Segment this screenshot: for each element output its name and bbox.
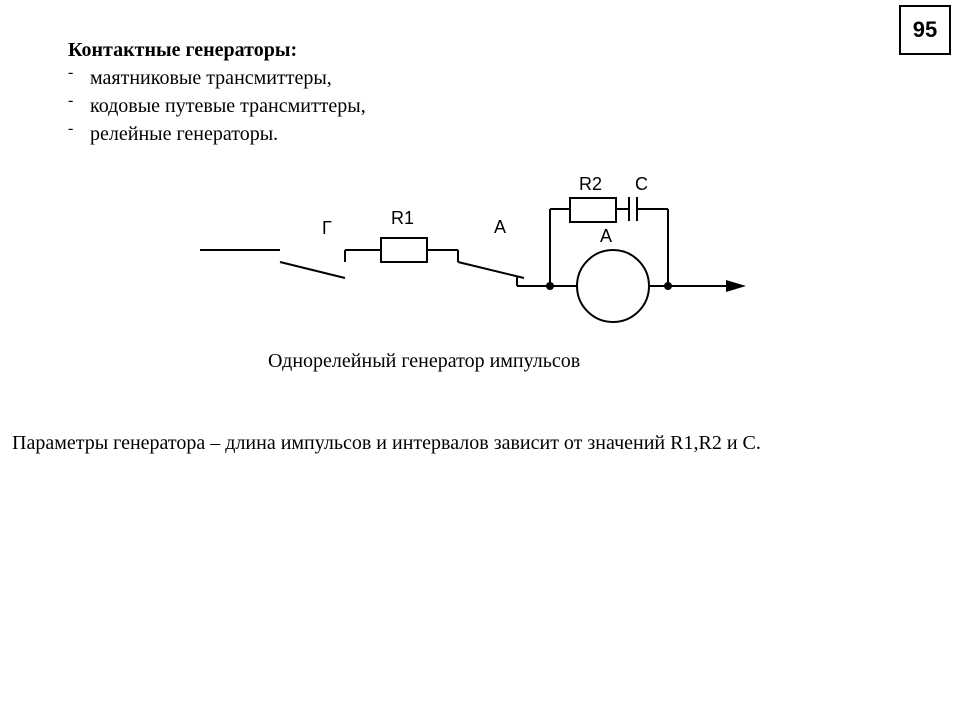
list-item: -релейные генераторы. [68, 120, 366, 148]
output-arrow-icon [726, 280, 746, 292]
page-number: 95 [899, 5, 951, 55]
label-g: Г [322, 218, 332, 238]
resistor-r2 [569, 197, 617, 223]
relay-a-coil [576, 249, 650, 323]
junction-node-right [664, 282, 672, 290]
junction-node-left [546, 282, 554, 290]
list-item: -кодовые путевые трансмиттеры, [68, 92, 366, 120]
list-item: -маятниковые трансмиттеры, [68, 64, 366, 92]
dash-icon: - [68, 64, 74, 81]
label-a-contact: А [494, 217, 506, 237]
label-a-relay: А [600, 226, 612, 246]
dash-icon: - [68, 120, 74, 137]
heading: Контактные генераторы: [68, 39, 298, 61]
label-r2: R2 [579, 174, 602, 194]
label-r1: R1 [391, 208, 414, 228]
label-c: С [635, 174, 648, 194]
switch-g-blade [279, 261, 346, 279]
switch-a-blade [457, 261, 525, 279]
dash-icon: - [68, 92, 74, 109]
parameters-text: Параметры генератора – длина импульсов и… [12, 432, 761, 454]
resistor-r1 [380, 237, 428, 263]
diagram-caption: Однорелейный генератор импульсов [268, 350, 581, 372]
bullet-list: -маятниковые трансмиттеры, -кодовые путе… [68, 64, 366, 148]
